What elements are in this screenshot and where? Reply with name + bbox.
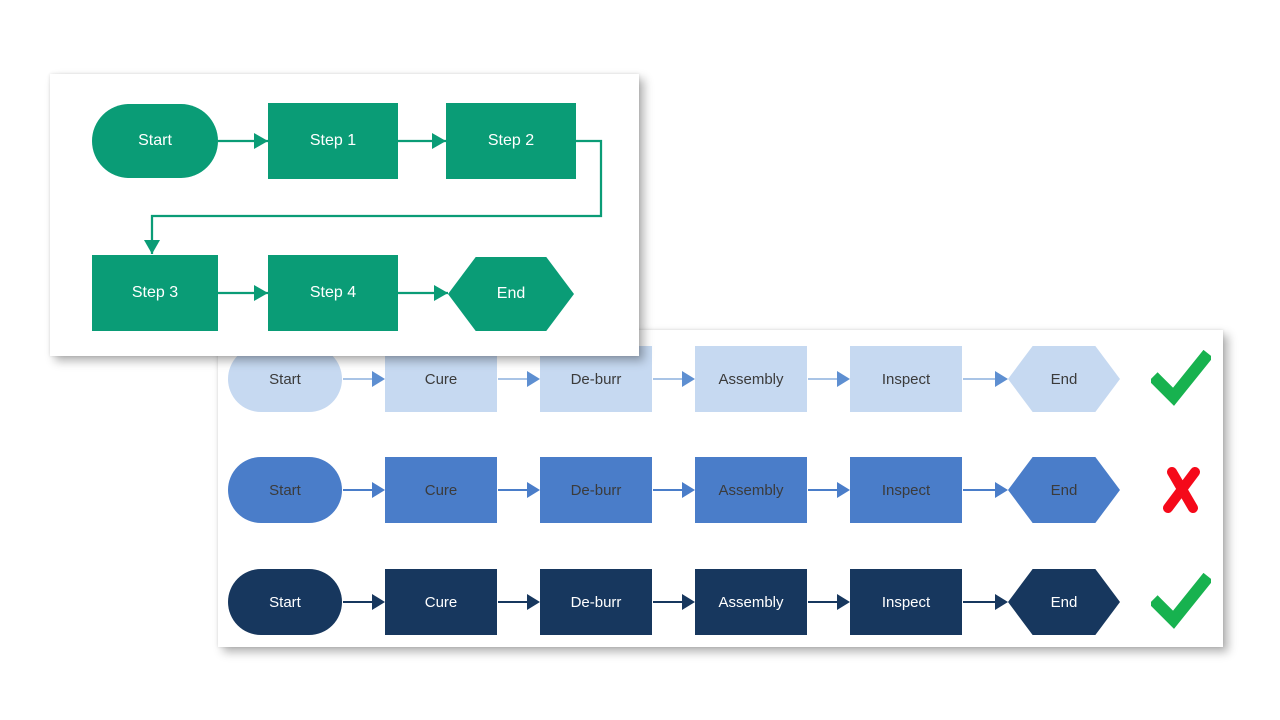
arrow-right-icon [962,569,1008,635]
elbow-connector-step2-step3 [144,139,603,254]
check-icon [1150,348,1212,410]
node-label: De-burr [570,593,622,611]
flow-row-light-blue: Start Cure De-burr Assembly Inspect End [228,346,1211,412]
node-inspect: Inspect [850,346,962,412]
node-label: End [1050,370,1078,388]
node-end: End [1008,346,1120,412]
cross-icon [1150,459,1212,521]
check-icon [1150,571,1212,633]
node-label: Start [269,593,301,611]
node-label: Inspect [881,481,931,499]
arrow-right-icon [652,569,695,635]
node-label: End [496,285,526,302]
node-start: Start [92,104,218,178]
arrow-right-icon [962,457,1008,523]
node-label: Cure [424,370,458,388]
node-label: Cure [424,481,458,499]
node-end: End [1008,457,1120,523]
node-label: Step 4 [309,284,357,301]
node-step-3: Step 3 [92,255,218,331]
node-label: Assembly [718,593,784,611]
arrow-right-icon [652,346,695,412]
node-end: End [448,257,574,331]
node-start: Start [228,457,342,523]
node-step-4: Step 4 [268,255,398,331]
node-start: Start [228,346,342,412]
node-inspect: Inspect [850,457,962,523]
node-de-burr: De-burr [540,346,652,412]
flowchart-panel: Start Step 1 Step 2 Step 3 Step 4 End [50,74,639,356]
node-step-2: Step 2 [446,103,576,179]
node-inspect: Inspect [850,569,962,635]
node-cure: Cure [385,569,497,635]
node-label: Cure [424,593,458,611]
arrow-right-icon [652,457,695,523]
comparison-panel: Start Cure De-burr Assembly Inspect End … [218,330,1223,647]
node-label: Inspect [881,370,931,388]
node-de-burr: De-burr [540,457,652,523]
arrow-right-icon [962,346,1008,412]
node-label: De-burr [570,481,622,499]
node-de-burr: De-burr [540,569,652,635]
node-assembly: Assembly [695,457,807,523]
node-label: Start [269,370,301,388]
node-label: End [1050,593,1078,611]
node-end: End [1008,569,1120,635]
flow-row-medium-blue: Start Cure De-burr Assembly Inspect End [228,457,1200,523]
node-label: De-burr [570,370,622,388]
node-label: Inspect [881,593,931,611]
node-label: End [1050,481,1078,499]
node-label: Assembly [718,370,784,388]
arrow-right-icon [807,569,850,635]
node-step-1: Step 1 [268,103,398,179]
arrow-right-icon [807,346,850,412]
node-label: Step 2 [487,132,535,149]
node-label: Step 1 [309,132,357,149]
node-cure: Cure [385,346,497,412]
flow-row-dark-navy: Start Cure De-burr Assembly Inspect End [228,569,1211,635]
node-assembly: Assembly [695,346,807,412]
arrow-right-icon [497,457,540,523]
node-cure: Cure [385,457,497,523]
node-label: Start [269,481,301,499]
connector-arrows [144,133,603,301]
node-label: Assembly [718,481,784,499]
node-label: Step 3 [131,284,179,301]
node-assembly: Assembly [695,569,807,635]
arrow-right-icon [497,569,540,635]
arrow-right-icon [342,569,385,635]
node-start: Start [228,569,342,635]
arrow-right-icon [807,457,850,523]
node-label: Start [138,132,172,149]
arrow-right-icon [342,457,385,523]
